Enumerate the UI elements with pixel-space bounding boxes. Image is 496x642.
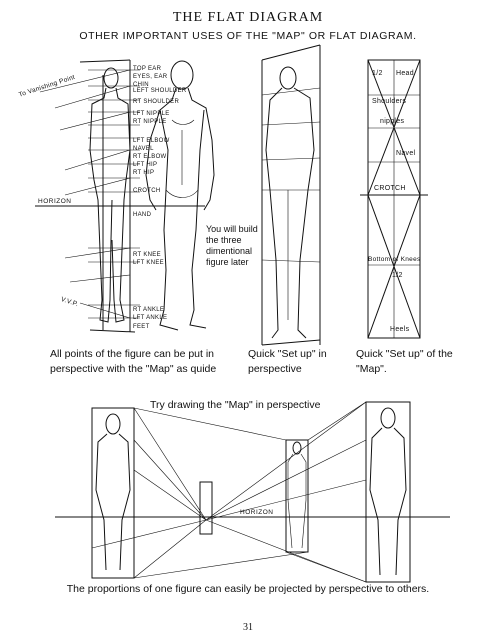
map-label: Heels (390, 326, 410, 333)
body-point-label: NAVEL (133, 146, 154, 152)
body-point-label: LEFT SHOULDER (133, 88, 187, 94)
body-point-label: CHIN (133, 82, 149, 88)
page-subtitle: OTHER IMPORTANT USES OF THE "MAP" OR FLA… (79, 30, 417, 42)
bottom-heading: Try drawing the "Map" in perspective (150, 399, 321, 411)
body-point-label: RT NIPPLE (133, 119, 167, 125)
map-label: Shoulders (372, 98, 407, 105)
body-point-label: LFT KNEE (133, 260, 164, 266)
body-point-label: RT HIP (133, 170, 155, 176)
body-point-label: TOP EAR (133, 66, 162, 72)
body-point-label: LFT NIPPLE (133, 111, 170, 117)
body-point-label: LFT ANKLE (133, 315, 168, 321)
page-title: THE FLAT DIAGRAM (172, 10, 324, 25)
body-point-label: HAND (133, 212, 152, 218)
caption-top-right: Quick "Set up" of the "Map". (356, 348, 453, 375)
body-point-label: RT ANKLE (133, 307, 165, 313)
body-point-label: EYES, EAR (133, 74, 168, 80)
map-label: 1/2 (372, 70, 383, 77)
build-figure-note: You will build the three dimentional fig… (206, 224, 258, 267)
bottom-perspective-group (55, 401, 450, 583)
body-point-label: FEET (133, 324, 150, 330)
body-point-label: CROTCH (133, 188, 161, 194)
map-label: CROTCH (374, 185, 406, 192)
map-label: Bottom of Knees (368, 256, 421, 263)
map-setup-group (360, 59, 428, 339)
caption-bottom: The proportions of one figure can easily… (66, 583, 430, 595)
map-label: Navel (396, 150, 416, 157)
map-label: nipples (380, 118, 405, 125)
horizon-label-top: HORIZON (38, 198, 72, 205)
body-point-label: LFT ELBOW (133, 138, 170, 144)
body-point-label: RT SHOULDER (133, 99, 180, 105)
body-point-label: RT ELBOW (133, 154, 167, 160)
perspective-setup-group (261, 44, 321, 346)
map-label: 1/2 (392, 272, 403, 279)
caption-top-middle: Quick "Set up" in perspective (248, 348, 327, 375)
page-number: 31 (243, 622, 253, 633)
body-point-label: LFT HIP (133, 162, 158, 168)
body-point-label: RT KNEE (133, 252, 161, 258)
caption-top-left: All points of the figure can be put in p… (50, 348, 217, 375)
flat-diagram-figure-group (35, 59, 215, 333)
horizon-label-bottom: HORIZON (240, 509, 274, 516)
map-label: Head (396, 70, 414, 77)
